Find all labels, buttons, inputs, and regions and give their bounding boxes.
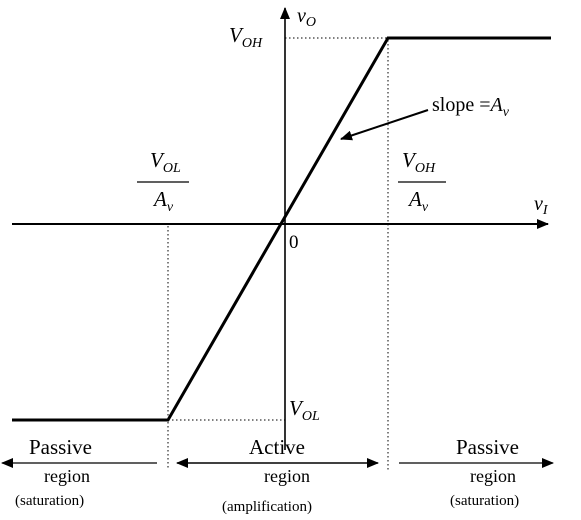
svg-text:region: region: [44, 466, 90, 486]
svg-text:region: region: [470, 466, 516, 486]
transfer-curve: [12, 36, 551, 422]
x-axis-label: vI: [534, 193, 549, 218]
slope-annotation: slope =Av: [340, 94, 510, 141]
voh-label: VOH: [229, 23, 263, 51]
svg-text:Passive: Passive: [29, 435, 92, 459]
right-breakpoint-fraction: VOH Av: [398, 148, 446, 215]
svg-text:Av: Av: [152, 187, 174, 215]
svg-text:Av: Av: [407, 187, 429, 215]
svg-text:(saturation): (saturation): [15, 493, 84, 509]
y-axis-label: vO: [297, 5, 316, 30]
svg-text:(amplification): (amplification): [222, 499, 312, 515]
svg-text:slope =Av: slope =Av: [432, 94, 510, 120]
slope-pointer-arrow: [340, 109, 429, 141]
svg-text:Passive: Passive: [456, 435, 519, 459]
svg-text:VOH: VOH: [402, 148, 436, 176]
region-middle: Active region (amplification): [176, 435, 379, 515]
left-breakpoint-fraction: VOL Av: [137, 148, 189, 215]
svg-text:(saturation): (saturation): [450, 493, 519, 509]
region-left: Passive region (saturation): [1, 435, 157, 509]
origin-label: 0: [289, 232, 299, 253]
svg-text:Active: Active: [249, 435, 305, 459]
region-right: Passive region (saturation): [399, 435, 554, 509]
svg-text:region: region: [264, 466, 310, 486]
svg-text:VOL: VOL: [150, 148, 181, 176]
vol-label: VOL: [289, 396, 320, 424]
